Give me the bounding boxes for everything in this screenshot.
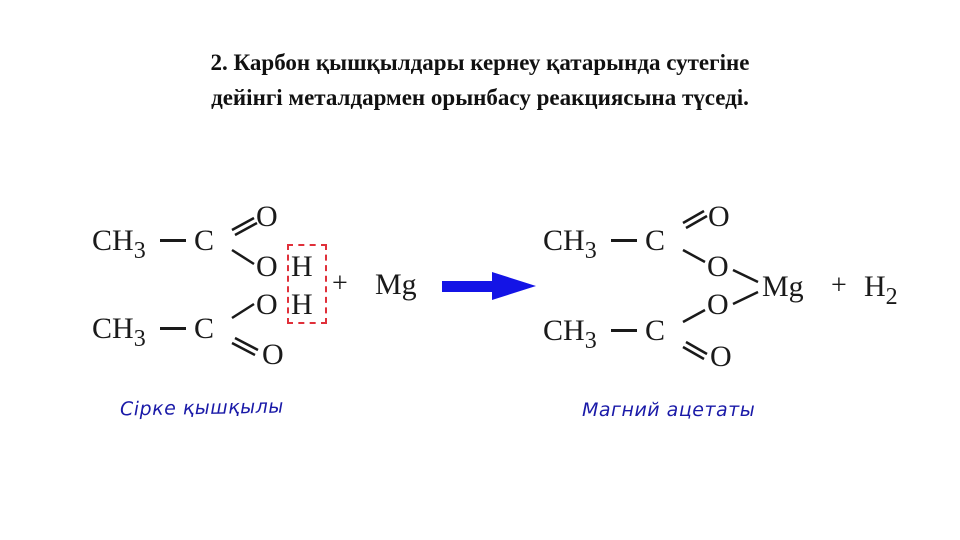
reactant-label: Сірке қышқылы — [119, 395, 284, 421]
oxygen-single-top: O — [256, 250, 278, 283]
bond-single — [160, 327, 186, 330]
plus-sign: + — [831, 270, 847, 301]
oxygen-double-bottom: O — [710, 340, 732, 373]
hydrogen-gas: H2 — [864, 270, 898, 310]
hydrogen-highlight-box — [287, 244, 327, 324]
carbon-bottom: C — [194, 312, 215, 345]
oxygen-double-top: O — [256, 200, 278, 233]
oxygen-single-top: O — [707, 250, 729, 283]
oxygen-single-bottom: O — [256, 288, 278, 321]
oxygen-double-bottom: O — [262, 338, 284, 371]
hydrogen-top: H — [291, 250, 313, 283]
bond-single — [160, 239, 186, 242]
ch3-top: CH3 — [543, 224, 597, 264]
ch3-bottom: CH3 — [543, 314, 597, 354]
carbon-top: C — [194, 224, 215, 257]
bond-single — [611, 239, 637, 242]
ch3-bottom: CH3 — [92, 312, 146, 352]
ch3-top: CH3 — [92, 224, 146, 264]
oxygen-single-bottom: O — [707, 288, 729, 321]
slide-title: 2. Карбон қышқылдары кернеу қатарында су… — [0, 45, 960, 115]
title-line-2: дейінгі металдармен орынбасу реакциясына… — [211, 85, 749, 110]
hydrogen-bottom: H — [291, 288, 313, 321]
carbon-top: C — [645, 224, 666, 257]
carbon-bottom: C — [645, 314, 666, 347]
title-line-1: 2. Карбон қышқылдары кернеу қатарында су… — [210, 50, 750, 75]
reaction-arrow-icon — [442, 272, 536, 300]
bond-single — [611, 329, 637, 332]
product-label: Магний ацетаты — [582, 399, 756, 421]
oxygen-double-top: O — [708, 200, 730, 233]
magnesium: Mg — [375, 268, 417, 301]
magnesium: Mg — [762, 270, 804, 303]
plus-sign: + — [332, 268, 348, 299]
